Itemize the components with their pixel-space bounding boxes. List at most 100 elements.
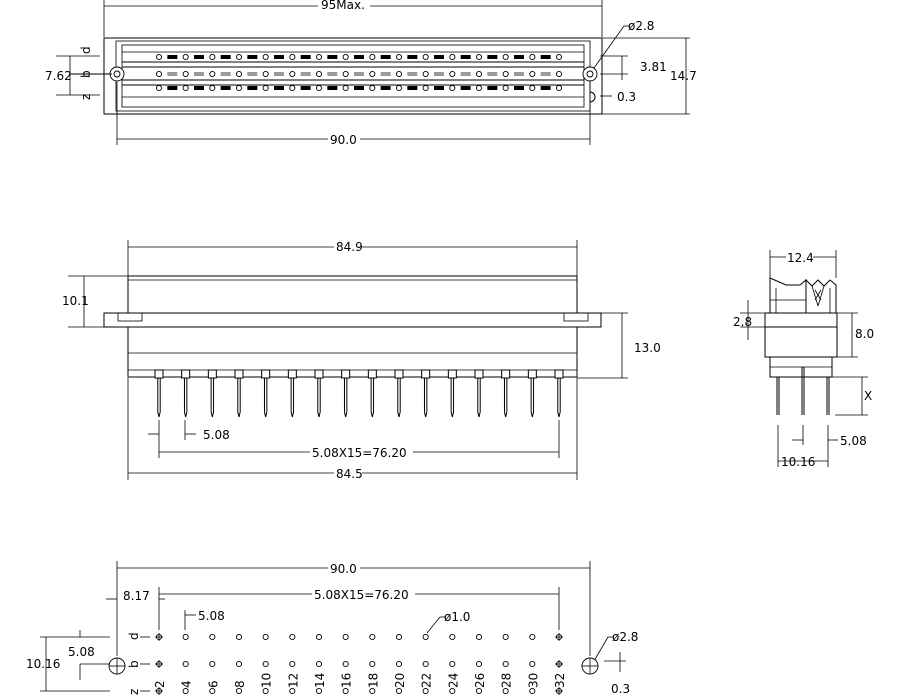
dim-90: 90.0 <box>330 133 357 147</box>
top-contact-hole <box>475 84 483 92</box>
pcb-hole <box>422 660 429 668</box>
top-contact-hole <box>555 70 563 78</box>
pcb-pin-number: 24 <box>446 673 460 688</box>
top-contact-hole <box>182 84 189 92</box>
dim-side-10-16: 10.16 <box>781 455 815 469</box>
top-contact-hole <box>235 84 243 92</box>
top-contact-spring <box>274 86 284 90</box>
front-pin-tip <box>237 411 241 418</box>
top-contact-spring <box>327 86 338 90</box>
front-pin-shoulder <box>527 369 537 379</box>
top-contact-hole <box>262 84 269 92</box>
dim-hole-2-8: ø2.8 <box>628 19 654 33</box>
top-contact-spring <box>514 55 524 59</box>
front-pin-tip <box>370 411 375 418</box>
top-contact-spring <box>434 86 444 90</box>
pcb-hole <box>422 687 429 695</box>
top-contact-hole <box>555 53 563 61</box>
pcb-pin-number: 32 <box>553 673 567 688</box>
front-pin-tip <box>157 411 161 418</box>
top-contact-hole <box>315 70 323 78</box>
top-contact-hole <box>422 70 429 78</box>
pcb-pin-number: 18 <box>366 673 380 688</box>
top-contact-spring <box>407 72 418 76</box>
pcb-pin-number: 8 <box>233 680 247 688</box>
top-contact-hole <box>235 53 243 61</box>
front-lower-body <box>127 326 578 378</box>
top-contact-hole <box>422 53 429 61</box>
dim-0-3: 0.3 <box>617 90 636 104</box>
pcb-hole <box>475 660 483 668</box>
side-lower-body <box>764 326 838 358</box>
front-pin-tip <box>343 411 348 418</box>
pcb-hole <box>182 633 189 641</box>
top-contact-hole <box>529 84 536 92</box>
pcb-hole <box>449 660 456 668</box>
pcb-row-label-d: d <box>127 632 141 640</box>
front-upper-body <box>127 275 578 314</box>
front-flange <box>103 312 602 328</box>
top-contact-spring <box>194 72 204 76</box>
dim-7-62: 7.62 <box>45 69 72 83</box>
pcb-hole <box>262 660 269 668</box>
dim-side-5-08: 5.08 <box>840 434 867 448</box>
top-contact-hole <box>369 70 376 78</box>
top-contact-spring <box>380 72 391 76</box>
top-pin-row-z <box>155 84 563 92</box>
top-contact-spring <box>274 72 284 76</box>
top-contact-hole <box>475 53 483 61</box>
dim-hole-1-0: ø1.0 <box>444 610 470 624</box>
front-pin-tip <box>317 411 321 418</box>
top-contact-hole <box>289 84 296 92</box>
pcb-hole <box>235 687 243 695</box>
dim-3-81: 3.81 <box>640 60 667 74</box>
top-contact-hole <box>449 70 456 78</box>
pcb-hole <box>395 633 403 641</box>
pcb-hole <box>529 687 536 695</box>
front-pin-shoulder <box>234 369 244 379</box>
top-contact-hole <box>209 70 216 78</box>
pcb-hole <box>422 633 429 641</box>
top-contact-hole <box>209 53 216 61</box>
front-view: 84.9 10.1 13.0 5.08 5.0 <box>62 240 661 481</box>
front-pin-shoulder <box>394 369 404 379</box>
front-pin-tip <box>450 411 455 418</box>
pcb-pin-number: 26 <box>473 673 487 688</box>
pcb-row-label-z: z <box>127 689 141 695</box>
front-pin-shoulder <box>207 369 217 379</box>
front-pin-row <box>154 369 564 418</box>
pcb-hole <box>449 687 456 695</box>
front-pin-tip <box>290 411 295 418</box>
pcb-pin-number: 10 <box>260 673 274 688</box>
front-pin-tip <box>423 411 428 418</box>
top-contact-spring <box>380 86 391 90</box>
pcb-pin-number: 22 <box>420 673 434 688</box>
pcb-hole <box>342 633 349 641</box>
front-pin-shoulder <box>287 369 297 379</box>
front-pin-shoulder <box>474 369 484 379</box>
dim-front-5-08: 5.08 <box>203 428 230 442</box>
pcb-pin-number: 30 <box>526 673 540 688</box>
pcb-hole <box>262 633 269 641</box>
pcb-hole <box>395 687 403 695</box>
top-contact-hole <box>502 53 509 61</box>
front-pin-tip <box>477 411 481 418</box>
top-contact-spring <box>247 86 258 90</box>
top-contact-spring <box>407 55 418 59</box>
top-contact-hole <box>529 70 536 78</box>
front-pin-shoulder <box>447 369 457 379</box>
top-contact-hole <box>449 84 456 92</box>
top-contact-spring <box>327 72 338 76</box>
pcb-hole-grid <box>155 633 563 695</box>
top-contact-hole <box>182 53 189 61</box>
top-contact-hole <box>209 84 216 92</box>
pcb-hole <box>209 660 216 668</box>
top-contact-hole <box>289 53 296 61</box>
top-contact-spring <box>540 86 551 90</box>
dim-84-5: 84.5 <box>336 467 363 481</box>
top-contact-spring <box>194 55 204 59</box>
dim-pcb-90: 90.0 <box>330 562 357 576</box>
